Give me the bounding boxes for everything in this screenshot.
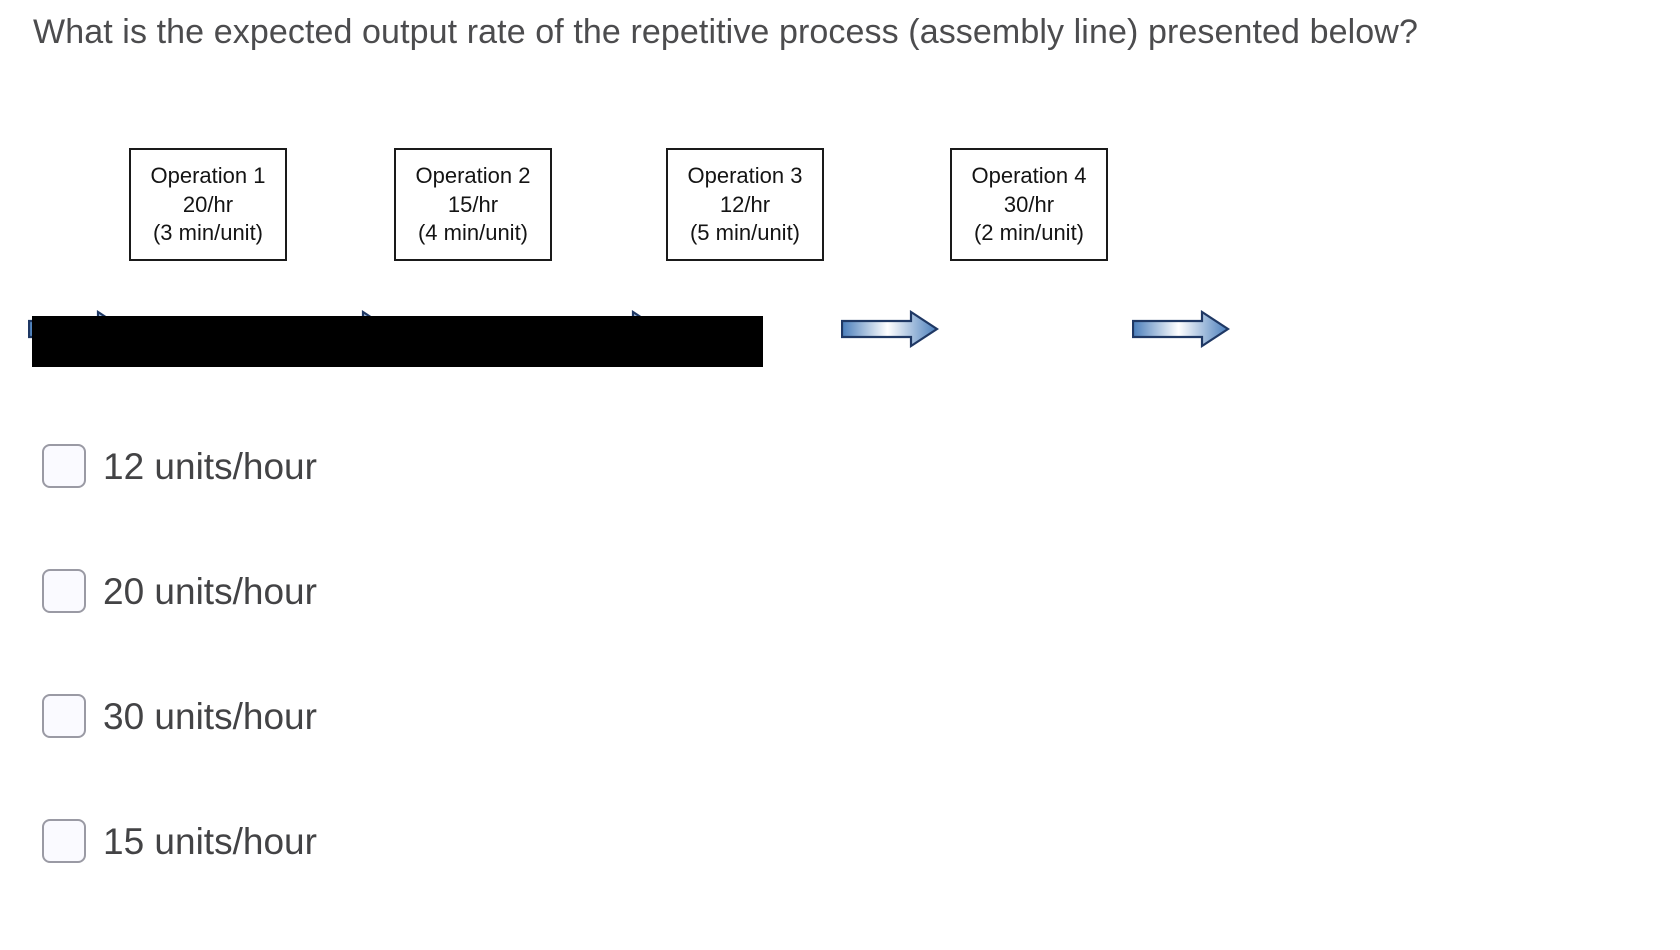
answer-option-row[interactable]: 30 units/hour [42, 687, 942, 745]
operation-name: Operation 3 [687, 162, 803, 188]
answer-option-label: 30 units/hour [103, 695, 317, 737]
operation-box: Operation 2 15/hr (4 min/unit) [394, 148, 552, 261]
operation-name: Operation 4 [971, 162, 1087, 188]
operation-name: Operation 2 [415, 162, 531, 188]
answer-option-row[interactable]: 12 units/hour [42, 437, 942, 495]
answer-option-label: 20 units/hour [103, 570, 317, 612]
operation-rate: 12/hr [719, 191, 771, 217]
flow-arrow-icon [1132, 310, 1230, 348]
flow-arrow-icon [841, 310, 939, 348]
operation-cycle-time: (5 min/unit) [689, 220, 801, 246]
operation-rate: 15/hr [447, 191, 499, 217]
operation-box: Operation 3 12/hr (5 min/unit) [666, 148, 824, 261]
answer-options-list: 12 units/hour 20 units/hour 30 units/hou… [42, 437, 942, 937]
answer-option-row[interactable]: 15 units/hour [42, 812, 942, 870]
operation-box: Operation 4 30/hr (2 min/unit) [950, 148, 1108, 261]
operation-box: Operation 1 20/hr (3 min/unit) [129, 148, 287, 261]
operation-cycle-time: (3 min/unit) [152, 220, 264, 246]
operation-rate: 30/hr [1003, 191, 1055, 217]
answer-checkbox[interactable] [42, 694, 86, 738]
operation-cycle-time: (4 min/unit) [417, 220, 529, 246]
answer-option-row[interactable]: 20 units/hour [42, 562, 942, 620]
answer-checkbox[interactable] [42, 444, 86, 488]
answer-checkbox[interactable] [42, 819, 86, 863]
answer-option-label: 15 units/hour [103, 820, 317, 862]
operation-rate: 20/hr [182, 191, 234, 217]
operation-cycle-time: (2 min/unit) [973, 220, 1085, 246]
question-prompt: What is the expected output rate of the … [33, 13, 1418, 51]
process-flow-diagram: Operation 1 20/hr (3 min/unit) Operation… [0, 140, 1260, 348]
redacted-content-bar [32, 316, 763, 367]
answer-checkbox[interactable] [42, 569, 86, 613]
operation-name: Operation 1 [150, 162, 266, 188]
answer-option-label: 12 units/hour [103, 445, 317, 487]
